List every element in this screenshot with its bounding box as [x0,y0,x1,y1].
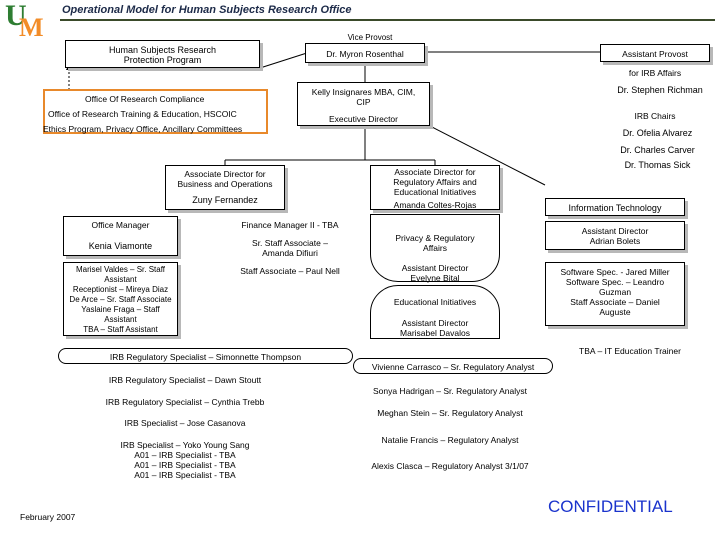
logo-u: U [5,0,27,32]
it-staff: Software Spec. - Jared Miller Software S… [560,267,670,317]
title-rule [60,19,715,21]
research-compliance-line2: Office of Research Training & Education,… [48,109,237,119]
hsrpp-box: Human Subjects Research Protection Progr… [65,40,260,68]
executive-director-box: Kelly Insignares MBA, CIM, CIP Executive… [297,82,430,126]
regulatory-analyst-box: Vivienne Carrasco – Sr. Regulatory Analy… [353,358,553,374]
assistant-provost-box: Assistant Provost [600,44,710,62]
irb-chair-2: Dr. Charles Carver [620,145,695,155]
regulatory-analyst-2: Sonya Hadrigan – Sr. Regulatory Analyst [372,386,528,396]
office-manager-title: Office Manager [91,220,150,230]
assoc-regulatory-name: Amanda Coltes-Rojas [393,200,477,210]
education-box: Educational Initiatives Assistant Direct… [370,285,500,339]
privacy-title: Privacy & Regulatory Affairs [395,233,475,253]
privacy-box: Privacy & Regulatory Affairs Assistant D… [370,214,500,283]
logo-m: M [19,13,44,42]
assistant-provost-title: Assistant Provost [622,49,688,59]
logo: U M [5,0,45,43]
vice-provost-title: Vice Provost [347,33,393,42]
office-manager-name: Kenia Viamonte [88,241,153,251]
finance-staff: Staff Associate – Paul Nell [240,266,340,276]
page-title: Operational Model for Human Subjects Res… [62,4,352,16]
irb-specialist-1: IRB Regulatory Specialist – Simonnette T… [109,352,302,362]
privacy-director: Assistant Director Evelyne Bital [401,263,469,283]
irb-chairs-title: IRB Chairs [634,111,676,121]
office-staff: Marisel Valdes – Sr. Staff Assistant Rec… [69,265,172,334]
assoc-business-box: Associate Director for Business and Oper… [165,165,285,210]
it-assistant-director: Assistant Director Adrian Bolets [581,226,649,246]
assoc-regulatory-box: Associate Director for Regulatory Affair… [370,165,500,210]
hsrpp-label: Human Subjects Research Protection Progr… [108,45,217,65]
assoc-regulatory-title: Associate Director for Regulatory Affair… [393,167,477,197]
finance-sr-staff: Sr. Staff Associate – Amanda Difiuri [252,238,328,258]
assoc-business-title: Associate Director for Business and Oper… [177,169,273,189]
executive-director-name: Kelly Insignares MBA, CIM, CIP [311,87,416,107]
it-trainer: TBA – IT Education Trainer [579,346,681,356]
assistant-provost-name: Dr. Stephen Richman [617,85,703,95]
education-title: Educational Initiatives [393,297,477,307]
assistant-provost-subtitle: for IRB Affairs [628,68,682,78]
regulatory-analyst-1: Vivienne Carrasco – Sr. Regulatory Analy… [371,362,535,372]
irb-specialist-3: IRB Regulatory Specialist – Cynthia Treb… [105,397,265,407]
it-title: Information Technology [568,203,662,213]
irb-specialist-2: IRB Regulatory Specialist – Dawn Stoutt [108,375,262,385]
footer-date: February 2007 [20,512,76,522]
research-compliance-line3: Ethics Program, Privacy Office, Ancillar… [43,124,243,134]
executive-director-title: Executive Director [329,114,398,124]
irb-chair-3: Dr. Thomas Sick [624,160,691,170]
it-staff-box: Software Spec. - Jared Miller Software S… [545,262,685,326]
irb-specialist-5: IRB Specialist – Yoko Young Sang A01 – I… [120,440,250,480]
assoc-business-name: Zuny Fernandez [192,195,258,205]
irb-specialist-box: IRB Regulatory Specialist – Simonnette T… [58,348,353,364]
research-compliance-box: Office Of Research Compliance Office of … [43,89,268,134]
it-assistant-director-box: Assistant Director Adrian Bolets [545,221,685,250]
it-title-box: Information Technology [545,198,685,216]
education-director: Assistant Director Marisabel Davalos [400,318,470,338]
regulatory-analyst-4: Natalie Francis – Regulatory Analyst [381,435,519,445]
research-compliance-line1: Office Of Research Compliance [85,94,205,104]
confidential-label: CONFIDENTIAL [548,497,673,516]
vice-provost-box: Dr. Myron Rosenthal [305,43,425,63]
office-manager-box: Office Manager Kenia Viamonte [63,216,178,256]
vice-provost-name: Dr. Myron Rosenthal [326,49,404,59]
irb-chair-1: Dr. Ofelia Alvarez [622,128,693,138]
irb-specialist-4: IRB Specialist – Jose Casanova [124,418,246,428]
regulatory-analyst-3: Meghan Stein – Sr. Regulatory Analyst [377,408,523,418]
finance-manager: Finance Manager II - TBA [241,220,339,230]
regulatory-analyst-5: Alexis Clasca – Regulatory Analyst 3/1/0… [371,461,529,471]
office-staff-box: Marisel Valdes – Sr. Staff Assistant Rec… [63,262,178,336]
